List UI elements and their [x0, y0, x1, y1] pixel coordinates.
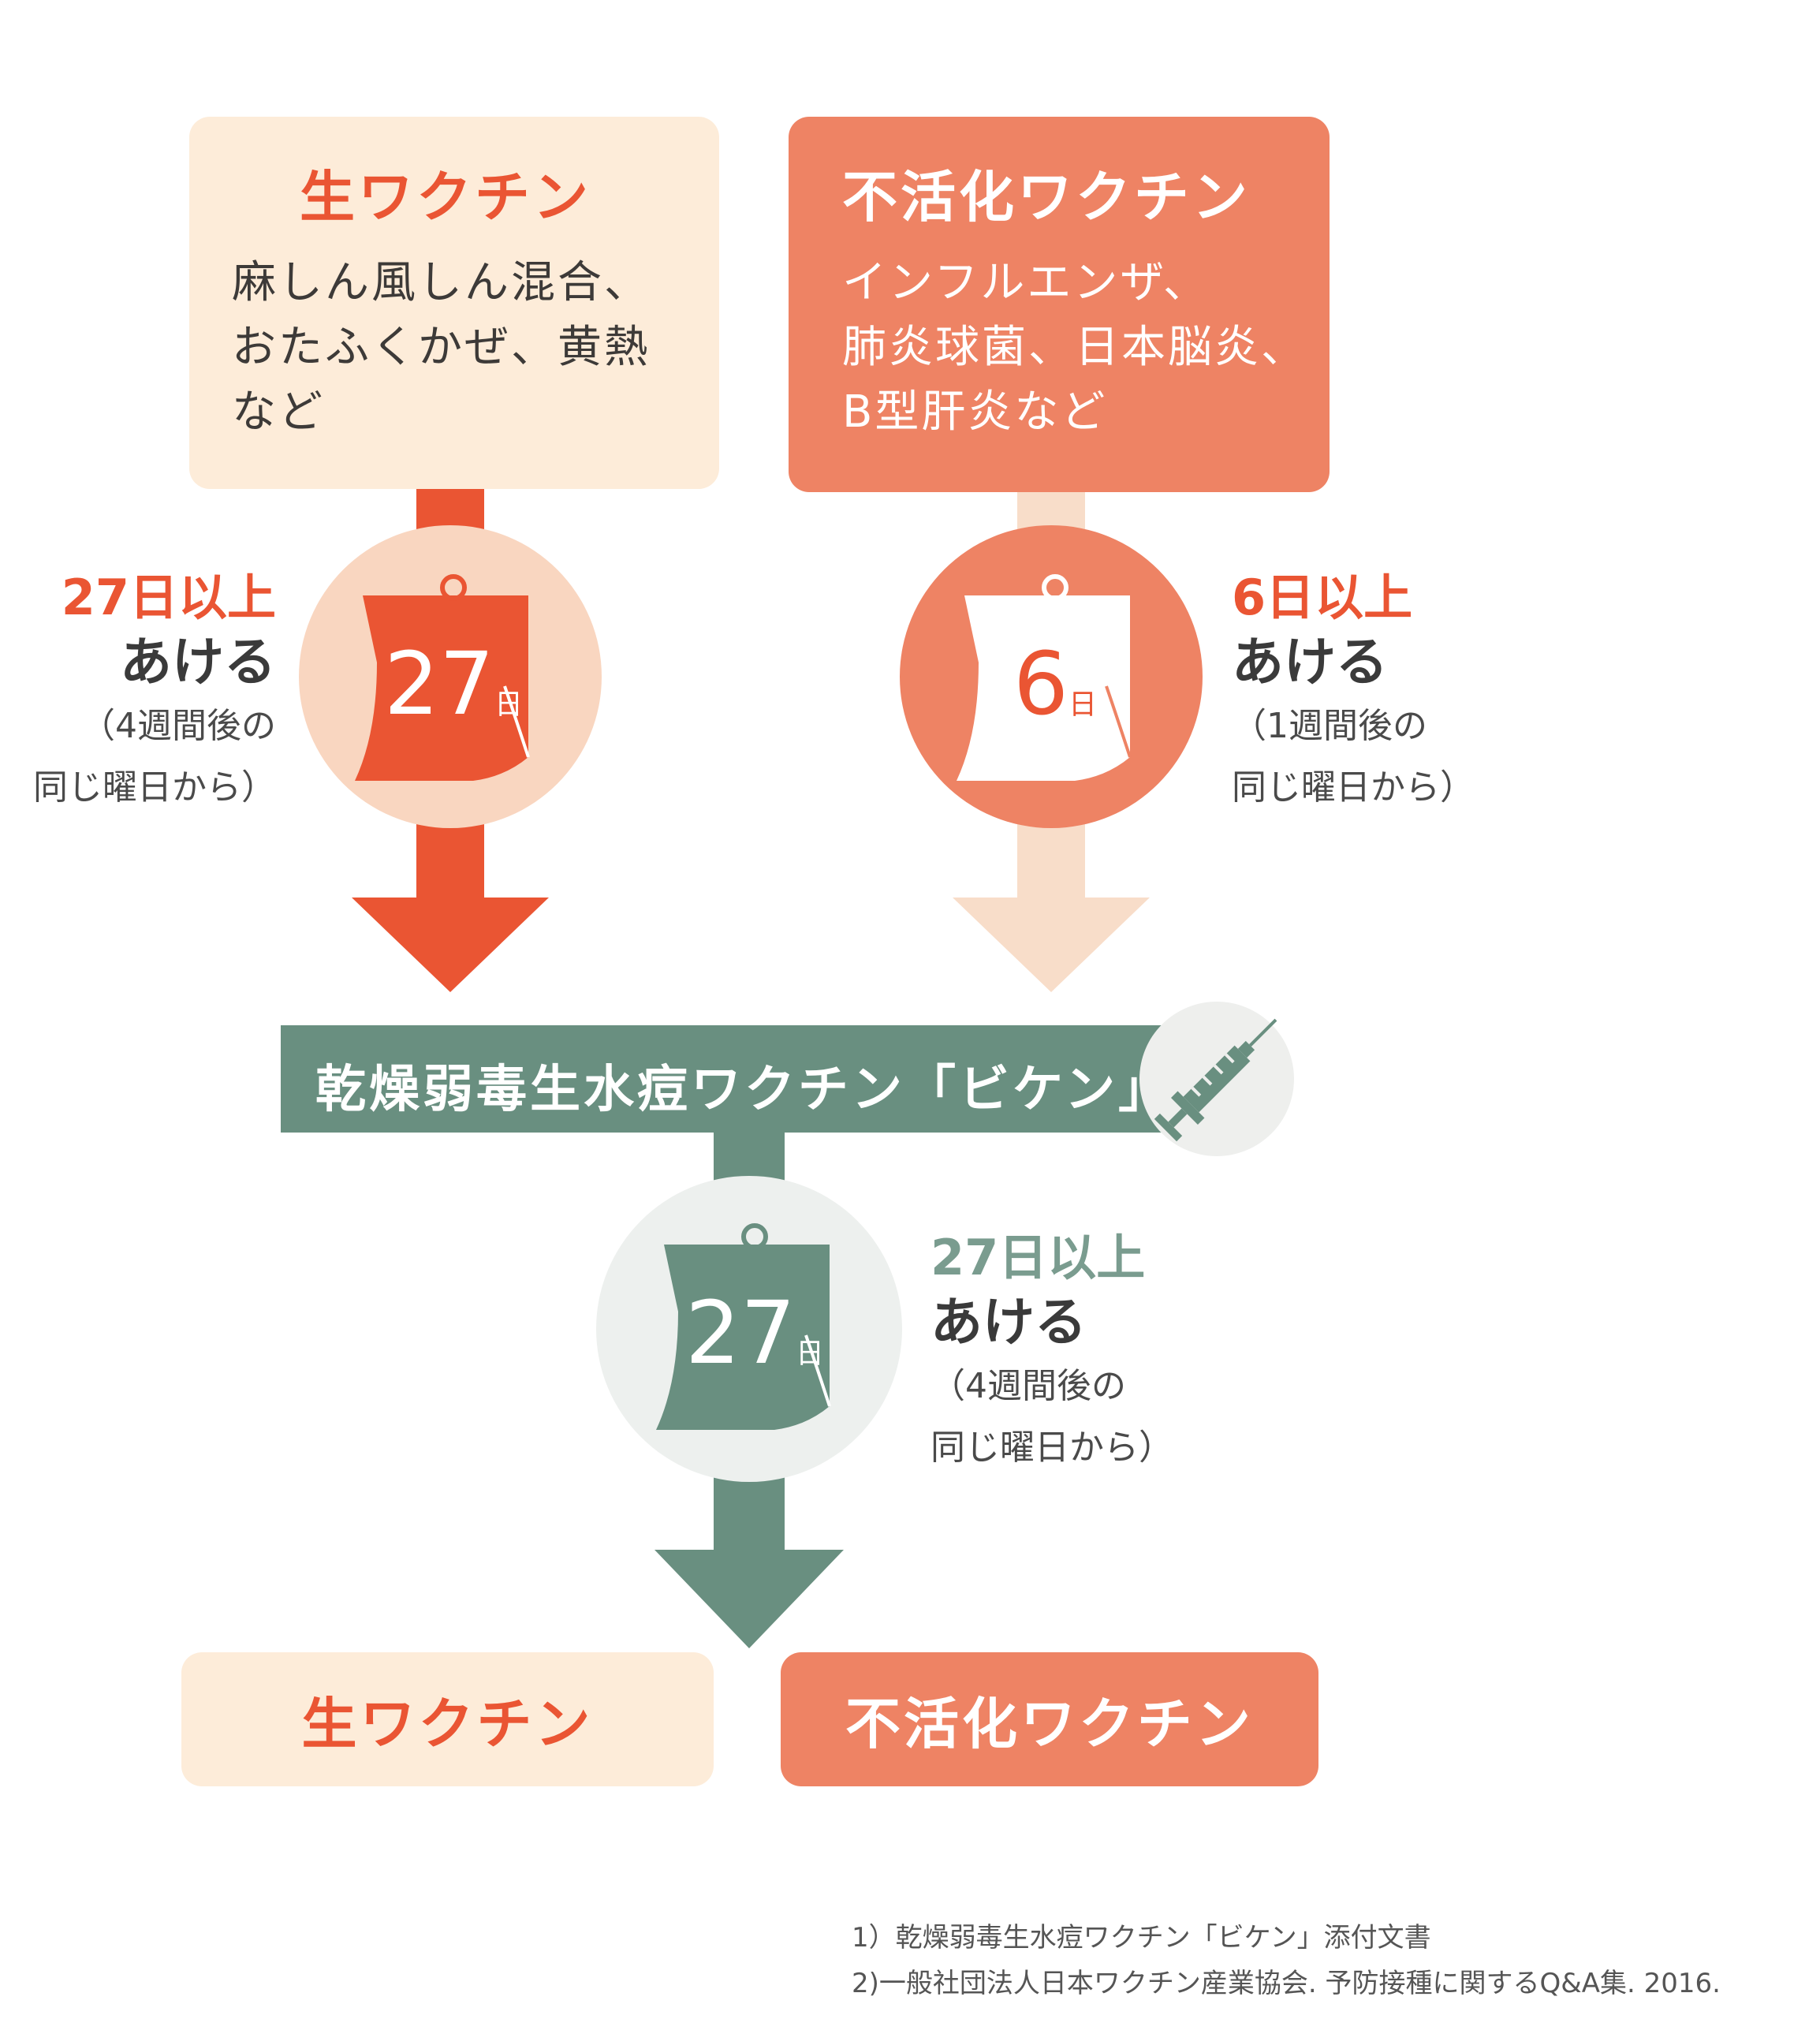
inactivated-vaccine-box: 不活化ワクチン インフルエンザ、 肺炎球菌、日本脳炎、 B型肝炎など — [789, 117, 1330, 492]
right-calendar-icon — [957, 574, 1132, 781]
center-bar-label: 乾燥弱毒生水痘ワクチン「ビケン」 — [315, 1061, 1173, 1119]
example-line: など — [232, 386, 325, 438]
left-interval-note: （4週間後の — [80, 706, 276, 746]
left-interval-action: あける — [120, 632, 276, 692]
left-calendar-icon — [355, 574, 530, 781]
lower-calendar-label: 27日 — [680, 1289, 830, 1376]
calendar-unit: 日 — [1068, 689, 1097, 721]
inactivated-vaccine-examples: インフルエンザ、 肺炎球菌、日本脳炎、 B型肝炎など — [842, 251, 1307, 445]
example-line: 肺炎球菌、日本脳炎、 — [842, 322, 1307, 373]
syringe-icon — [1154, 1018, 1277, 1142]
bottom-inactivated-vaccine-title: 不活化ワクチン — [845, 1691, 1254, 1756]
right-calendar-label: 6日 — [980, 640, 1130, 727]
center-bar-background — [281, 1025, 1227, 1133]
lower-interval-note: 同じ曜日から） — [931, 1427, 1173, 1468]
reference-item: 1）乾燥弱毒生水痘ワクチン「ビケン」添付文書 — [852, 1922, 1431, 1954]
lower-calendar-icon — [656, 1223, 831, 1430]
left-interval-lead: 27日以上 — [61, 569, 276, 626]
calendar-number: 27 — [384, 633, 494, 734]
left-calendar-label: 27日 — [379, 640, 528, 727]
lower-interval-action: あける — [931, 1292, 1087, 1353]
live-vaccine-examples: 麻しん風しん混合、 おたふくかぜ、黄熱 など — [232, 251, 651, 445]
example-line: B型肝炎など — [842, 386, 1108, 438]
reference-item: 2)一般社団法人日本ワクチン産業協会. 予防接種に関するQ&A集. 2016. — [852, 1968, 1721, 1999]
bottom-inactivated-vaccine-box: 不活化ワクチン — [781, 1652, 1318, 1786]
example-line: インフルエンザ、 — [842, 257, 1210, 308]
left-interval-note: 同じ曜日から） — [33, 767, 276, 808]
bottom-live-vaccine-box: 生ワクチン — [181, 1652, 714, 1786]
example-line: おたふくかぜ、黄熱 — [232, 322, 651, 373]
lower-interval-text: 27日以上 あける （4週間後の 同じ曜日から） — [931, 1226, 1230, 1479]
lower-interval-note: （4週間後の — [931, 1366, 1126, 1406]
calendar-unit: 日 — [795, 1338, 824, 1370]
right-interval-lead: 6日以上 — [1232, 569, 1413, 626]
calendar-number: 27 — [685, 1282, 796, 1383]
right-interval-note: （1週間後の — [1232, 706, 1427, 746]
right-interval-action: あける — [1232, 632, 1388, 692]
lower-interval-lead: 27日以上 — [931, 1229, 1146, 1286]
example-line: 麻しん風しん混合、 — [232, 257, 651, 308]
calendar-unit: 日 — [494, 689, 523, 721]
references: 1）乾燥弱毒生水痘ワクチン「ビケン」添付文書 2)一般社団法人日本ワクチン産業協… — [852, 1915, 1721, 2006]
right-interval-note: 同じ曜日から） — [1232, 767, 1475, 808]
bottom-live-vaccine-title: 生ワクチン — [301, 1691, 594, 1756]
live-vaccine-box: 生ワクチン 麻しん風しん混合、 おたふくかぜ、黄熱 など — [189, 117, 719, 489]
calendar-number: 6 — [1013, 633, 1069, 734]
inactivated-vaccine-title: 不活化ワクチン — [842, 165, 1251, 230]
right-interval-text: 6日以上 あける （1週間後の 同じ曜日から） — [1232, 566, 1516, 819]
left-interval-text: 27日以上 あける （4週間後の 同じ曜日から） — [24, 566, 276, 819]
live-vaccine-title: 生ワクチン — [300, 165, 591, 230]
